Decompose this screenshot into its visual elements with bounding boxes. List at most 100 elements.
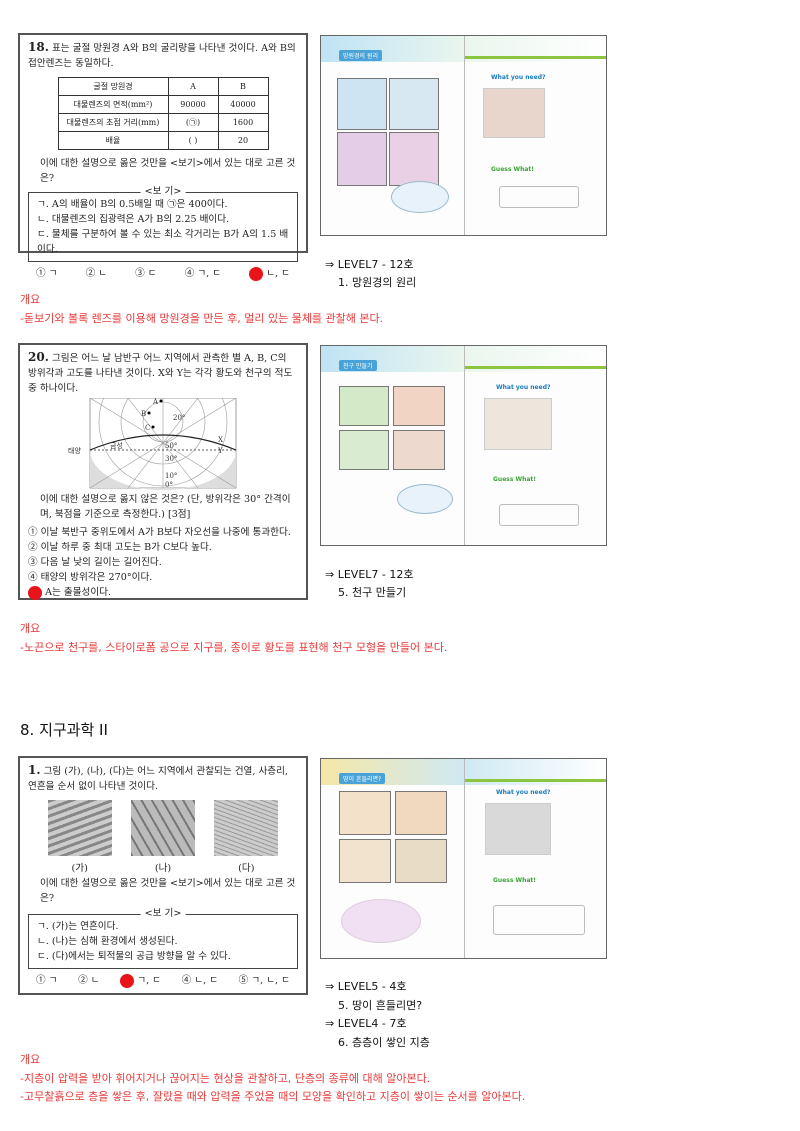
book-spread-image: 천구 만들기 What you need? Guess What! <box>320 345 607 546</box>
book-title: 땅이 흔들리면? <box>339 773 386 784</box>
answer-marker <box>28 585 42 600</box>
question-1: 1. 그림 (가), (나), (다)는 어느 지역에서 관찰되는 건열, 사층… <box>18 756 308 995</box>
td: 20 <box>217 131 269 150</box>
level-reference: ⇒ LEVEL4 - 7호 <box>325 1017 407 1030</box>
overview-text: -돋보기와 볼록 렌즈를 이용해 망원경을 만든 후, 멀리 있는 물체를 관찰… <box>20 312 384 325</box>
label-y: Y <box>217 447 223 455</box>
question-text: 표는 굴절 망원경 A와 B의 굴리량을 나타낸 것이다. A와 B의 접안렌즈… <box>28 43 296 69</box>
question-prompt: 이에 대한 설명으로 옳은 것만을 <보기>에서 있는 대로 고른 것은? <box>40 878 296 904</box>
choice: ① 이날 북반구 중위도에서 A가 B보다 자오선을 나중에 통과한다. <box>28 527 291 538</box>
question-number: 1. <box>28 763 41 777</box>
overview-label: 개요 <box>20 293 41 306</box>
choice: A는 출몰성이다. <box>45 587 112 598</box>
book-spread-image: 땅이 흔들리면? What you need? Guess What! <box>320 758 607 959</box>
cross-bedding-photo <box>214 800 279 856</box>
choice: ③ 다음 날 낮의 길이는 길어진다. <box>28 557 162 568</box>
ripple-marks-photo <box>47 800 112 856</box>
th: A <box>167 77 219 96</box>
question-18: 18. 표는 굴절 망원경 A와 B의 굴리량을 나타낸 것이다. A와 B의 … <box>18 33 308 281</box>
lesson-title: 1. 망원경의 원리 <box>338 276 417 289</box>
caption: (나) <box>154 863 172 874</box>
td: 40000 <box>217 95 269 114</box>
answer-marker <box>249 266 264 281</box>
choice: ㄱ, ㄷ <box>137 975 162 986</box>
choice: ② ㄴ <box>85 268 108 279</box>
lesson-title: 5. 천구 만들기 <box>338 586 407 599</box>
label-sun: 태양 <box>68 447 81 455</box>
question-number: 18. <box>28 40 49 54</box>
label-50: 50° <box>165 442 177 450</box>
overview-text: -노끈으로 천구를, 스타이로폼 공으로 지구를, 종이로 황도를 표현해 천구… <box>20 641 448 654</box>
choice: ① ㄱ <box>36 268 58 279</box>
choice: ④ ㄴ, ㄷ <box>181 975 219 986</box>
label-a: A <box>152 398 159 406</box>
level-reference: ⇒ LEVEL7 - 12호 <box>325 568 414 581</box>
mud-cracks-photo <box>130 800 195 856</box>
label-c: C <box>145 424 150 432</box>
choice: ③ ㄷ <box>135 268 157 279</box>
bogi-box: <보 기> ㄱ. (가)는 연흔이다. ㄴ. (나)는 심해 환경에서 생성된다… <box>28 906 298 969</box>
guess-what-heading: Guess What! <box>493 476 537 483</box>
bogi-title: <보 기> <box>140 906 186 921</box>
td: 1600 <box>217 113 269 132</box>
answer-marker <box>120 973 135 988</box>
label-b: B <box>141 410 146 418</box>
what-you-need-heading: What you need? <box>496 789 551 796</box>
bogi-item: ㄱ. A의 배율이 B의 0.5배일 때 ㉠은 400이다. <box>37 199 228 210</box>
overview-label: 개요 <box>20 1053 41 1066</box>
question-prompt: 이에 대한 설명으로 옳지 않은 것은? (단, 방위각은 30° 간격이며, … <box>40 494 291 520</box>
choice-answer: A는 출몰성이다. <box>28 585 298 600</box>
choice: ④ 태양의 방위각은 270°이다. <box>28 572 153 583</box>
book-title: 천구 만들기 <box>339 360 377 371</box>
choices: ① ㄱ ② ㄴ ㄱ, ㄷ ④ ㄴ, ㄷ ⑤ ㄱ, ㄴ, ㄷ <box>28 973 298 988</box>
question-number: 20. <box>28 350 49 364</box>
section-heading: 8. 지구과학 II <box>20 721 108 739</box>
choice: ① ㄱ <box>36 975 58 986</box>
label-angle: 20° <box>173 414 185 422</box>
td: 배율 <box>57 131 169 150</box>
choice-answer: ㄴ, ㄷ <box>249 266 290 281</box>
choice: ② 이날 하루 중 최대 고도는 B가 C보다 높다. <box>28 542 212 553</box>
what-you-need-heading: What you need? <box>491 74 546 81</box>
bogi-item: ㄴ. (나)는 심해 환경에서 생성된다. <box>37 936 178 947</box>
overview-text: -고무찰흙으로 층을 쌓은 후, 잘랐을 때와 압력을 주었을 때의 모양을 확… <box>20 1090 526 1103</box>
what-you-need-heading: What you need? <box>496 384 551 391</box>
td: 대물렌즈의 면적(mm²) <box>57 95 169 114</box>
choice: ④ ㄱ, ㄷ <box>184 268 222 279</box>
question-text: 그림 (가), (나), (다)는 어느 지역에서 관찰되는 건열, 사층리, … <box>28 766 288 792</box>
level-reference: ⇒ LEVEL7 - 12호 <box>325 258 414 271</box>
bogi-item: ㄱ. (가)는 연흔이다. <box>37 921 119 932</box>
label-x: X <box>218 436 223 444</box>
guess-what-heading: Guess What! <box>491 166 535 173</box>
question-text: 그림은 어느 날 남반구 어느 지역에서 관측한 별 A, B, C의 방위각과… <box>28 353 293 394</box>
choice: ⑤ ㄱ, ㄴ, ㄷ <box>238 975 290 986</box>
overview-label: 개요 <box>20 622 41 635</box>
th: B <box>217 77 269 96</box>
choice: ② ㄴ <box>78 975 100 986</box>
td: 대물렌즈의 초점 거리(mm) <box>57 113 169 132</box>
th: 굴절 망원경 <box>57 77 169 96</box>
bogi-item: ㄷ. (다)에서는 퇴적물의 공급 방향을 알 수 있다. <box>37 951 231 962</box>
book-title: 망원경의 원리 <box>339 50 383 61</box>
lesson-title: 6. 층층이 쌓인 지층 <box>338 1036 430 1049</box>
choices: ① ㄱ ② ㄴ ③ ㄷ ④ ㄱ, ㄷ ㄴ, ㄷ <box>28 266 298 281</box>
bogi-item: ㄷ. 물체를 구분하여 볼 수 있는 최소 각거리는 B가 A의 1.5 배이다… <box>37 229 289 255</box>
choice-answer: ㄱ, ㄷ <box>120 973 161 988</box>
label-0: 0° <box>165 481 173 489</box>
caption: (다) <box>238 863 255 874</box>
td: 90000 <box>167 95 219 114</box>
bogi-item: ㄴ. 대물렌즈의 집광력은 A가 B의 2.25 배이다. <box>37 214 230 225</box>
caption: (가) <box>71 863 88 874</box>
label-venus: 금성 <box>110 441 123 450</box>
bogi-box: <보 기> ㄱ. A의 배율이 B의 0.5배일 때 ㉠은 400이다. ㄴ. … <box>28 184 298 262</box>
lesson-title: 5. 땅이 흔들리면? <box>338 999 423 1012</box>
book-spread-image: 망원경의 원리 What you need? Guess What! <box>320 35 607 236</box>
label-10: 10° <box>165 472 177 480</box>
question-prompt: 이에 대한 설명으로 옳은 것만을 <보기>에서 있는 대로 고른 것은? <box>40 158 296 184</box>
overview-text: -지층이 압력을 받아 휘어지거나 끊어지는 현상을 관찰하고, 단층의 종류에… <box>20 1072 431 1085</box>
choice: ㄴ, ㄷ <box>266 268 290 279</box>
celestial-diagram: A B C 20° X Y 태양 금성 50° 30° 10° 0° <box>68 398 237 490</box>
td: (㉠) <box>167 113 219 132</box>
level-reference: ⇒ LEVEL5 - 4호 <box>325 980 407 993</box>
